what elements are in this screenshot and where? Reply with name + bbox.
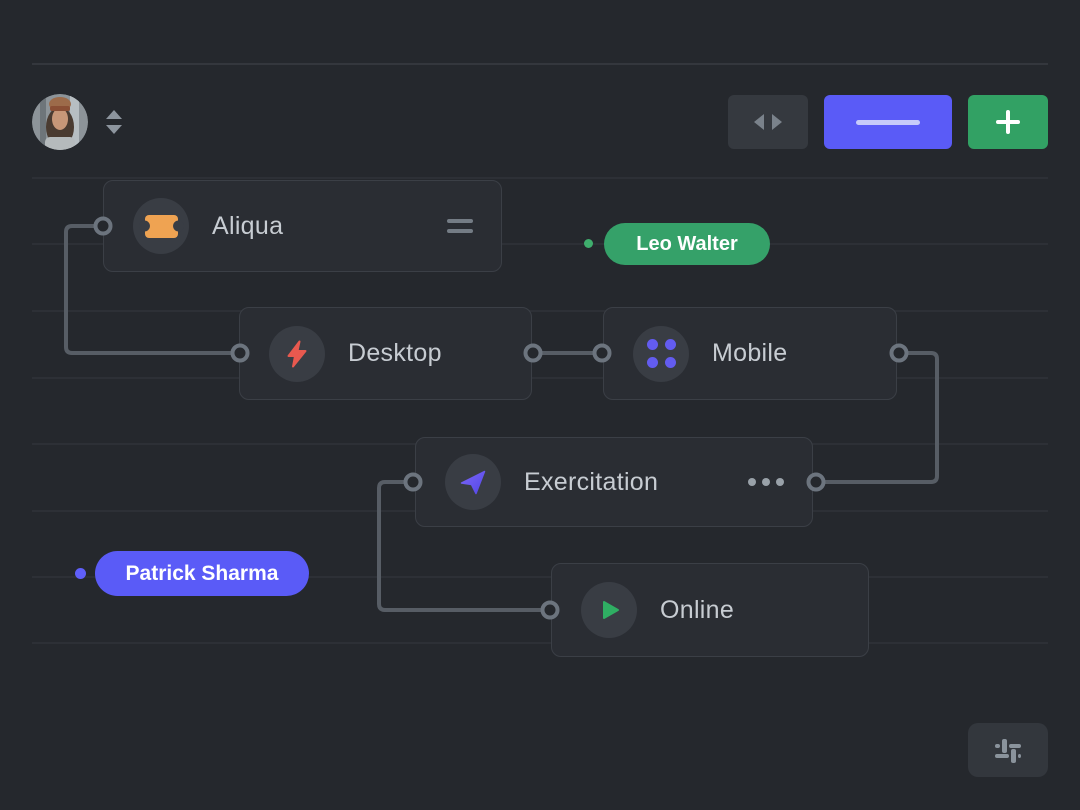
navigation-icon (445, 454, 501, 510)
avatar-select-arrows[interactable] (103, 110, 125, 134)
lightning-icon (269, 325, 325, 382)
arrow-right-icon (772, 114, 782, 130)
status-dot (75, 568, 86, 579)
grid-row-line (32, 642, 1048, 644)
primary-action-button[interactable] (824, 95, 952, 149)
node-desktop[interactable]: Desktop (239, 307, 532, 400)
user-badge-leo-walter[interactable]: Leo Walter (604, 223, 770, 265)
node-label: Exercitation (524, 467, 659, 496)
node-online[interactable]: Online (551, 563, 869, 657)
panel-toggle-button[interactable] (728, 95, 808, 149)
node-mobile[interactable]: Mobile (603, 307, 897, 400)
node-label: Mobile (712, 339, 788, 367)
status-dot (584, 239, 593, 248)
user-badge-patrick-sharma[interactable]: Patrick Sharma (95, 551, 309, 596)
plus-icon (996, 110, 1020, 134)
avatar-photo (32, 94, 88, 150)
dash-icon (856, 119, 920, 125)
drag-handle-icon[interactable] (447, 219, 473, 233)
node-label: Aliqua (212, 211, 284, 240)
user-avatar[interactable] (32, 94, 88, 150)
node-aliqua[interactable]: Aliqua (103, 180, 502, 272)
grid-row-line (32, 377, 1048, 379)
node-label: Online (660, 595, 735, 624)
grid-row-line (32, 177, 1048, 179)
chevron-down-icon (106, 125, 122, 134)
play-icon (581, 582, 637, 638)
node-label: Desktop (348, 339, 442, 367)
ticket-icon (133, 198, 189, 254)
toolbar-separator (32, 63, 1048, 65)
dots-grid-icon (633, 325, 689, 382)
chevron-up-icon (106, 110, 122, 119)
add-button[interactable] (968, 95, 1048, 149)
settings-button[interactable] (968, 723, 1048, 777)
node-exercitation[interactable]: Exercitation (415, 437, 813, 527)
arrow-left-icon (754, 114, 764, 130)
ellipsis-icon[interactable] (748, 478, 784, 486)
sliders-icon (995, 739, 1021, 763)
grid-row-line (32, 243, 1048, 245)
grid-row-line (32, 310, 1048, 312)
